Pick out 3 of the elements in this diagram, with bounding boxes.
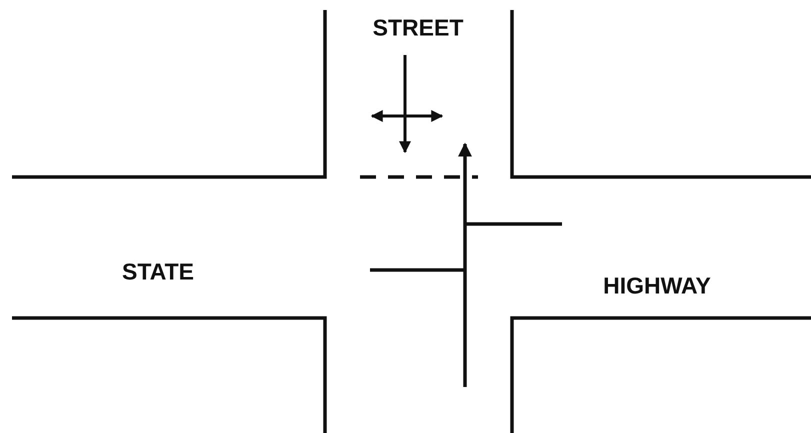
road-name: HIGHWAY — [603, 272, 711, 300]
road-name: STREET — [372, 14, 464, 42]
road-name: STATE — [122, 258, 194, 286]
